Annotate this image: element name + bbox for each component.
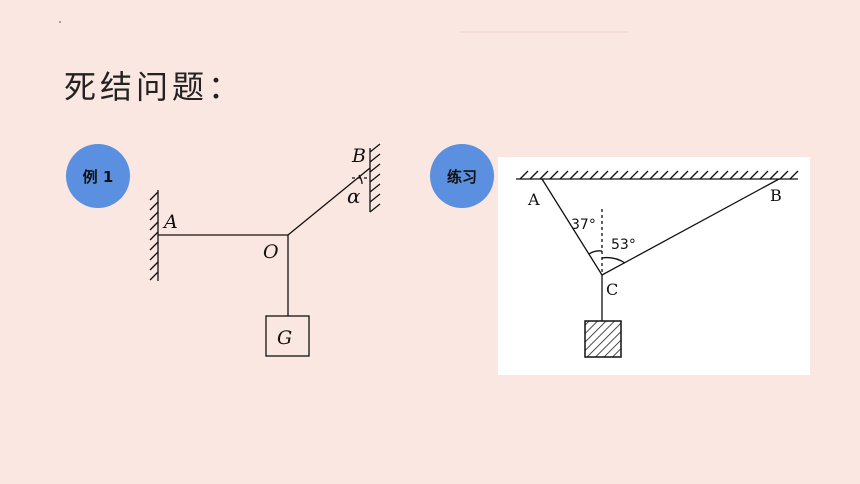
practice-badge: 练习 [430,144,494,208]
label-g: G [277,327,292,349]
label-c: C [606,280,618,299]
label-o: O [263,241,279,263]
rope-ac [541,178,603,276]
angle-label-left: 37° [571,217,596,233]
angle-arc [358,174,363,185]
label-alpha: α [347,184,361,208]
label-b: B [351,145,366,167]
example-1-badge: 例 1 [66,144,130,208]
label-b: B [770,186,782,205]
slide-title: 死结问题： [64,68,245,106]
decorative-line [460,31,628,33]
example-knot-diagram: A B α O G [149,143,381,357]
rope-bc [601,178,780,276]
weight-box [265,315,310,357]
decorative-dot [59,21,61,23]
label-a: A [162,211,178,233]
rope-ob [287,167,371,236]
label-a: A [527,190,540,209]
angle-arc-right [601,256,626,264]
left-wall-hatch [149,191,159,281]
practice-knot-diagram: A B C 37° 53° [498,157,810,375]
angle-arc-left [588,250,603,255]
right-wall-hatch [369,143,381,213]
angle-label-right: 53° [611,237,636,253]
ceiling-hatch [519,170,799,180]
hatched-weight [584,320,622,358]
